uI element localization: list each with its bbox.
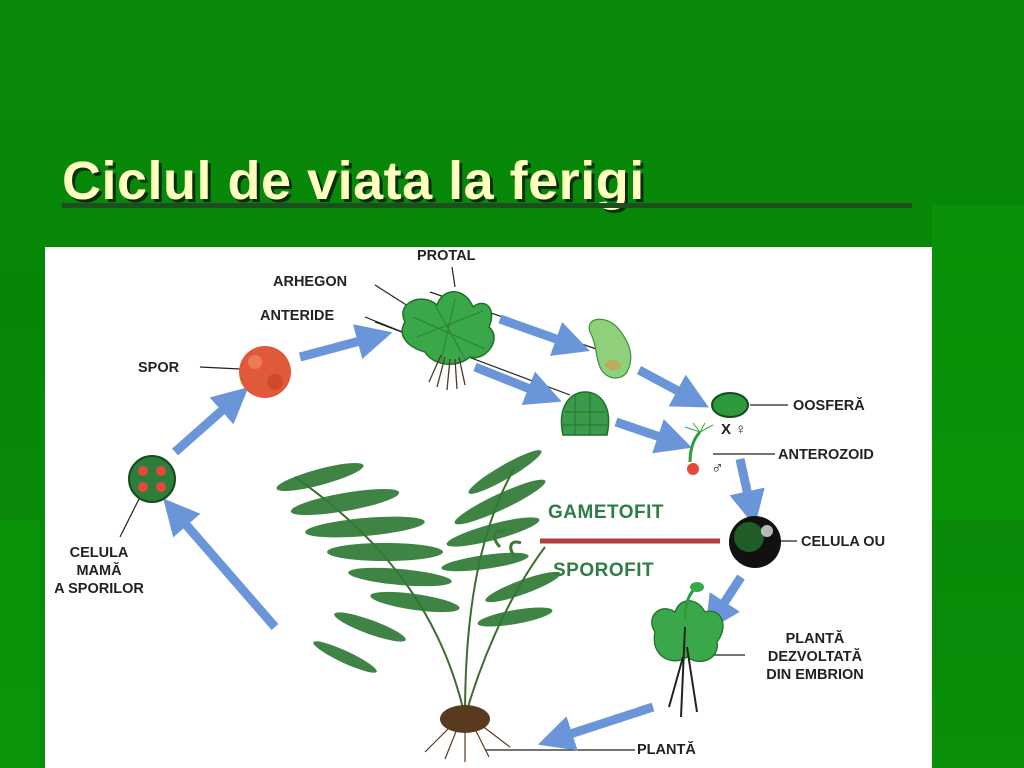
arrow-fern-to-mother-cell bbox=[163, 498, 279, 630]
fern-plant-illustration bbox=[276, 450, 561, 762]
label-celula-mama-line2: MAMĂ bbox=[76, 563, 122, 579]
slide-title: Ciclul de viata la ferigi bbox=[62, 151, 645, 211]
arrow-protal-to-anteride bbox=[473, 362, 562, 406]
celula-mama-illustration bbox=[128, 455, 176, 503]
label-arhegon: ARHEGON bbox=[273, 274, 348, 290]
anteride-illustration bbox=[560, 391, 610, 436]
label-planta-dezvoltata-line3: DIN EMBRION bbox=[766, 667, 864, 683]
celula-ou-illustration bbox=[729, 516, 781, 568]
arrow-to-celula-ou bbox=[729, 458, 765, 527]
label-celula-ou: CELULA OU bbox=[801, 534, 886, 550]
title-underline bbox=[62, 203, 912, 208]
label-planta-dezvoltata: PLANTĂ DEZVOLTATĂ DIN EMBRION bbox=[745, 630, 885, 684]
arrow-spor-to-protal bbox=[298, 324, 393, 362]
spor-illustration bbox=[239, 346, 291, 398]
label-anteride: ANTERIDE bbox=[260, 308, 335, 324]
label-male-symbol: ♂ bbox=[711, 458, 724, 477]
label-sporofit: SPOROFIT bbox=[553, 560, 655, 581]
label-spor: SPOR bbox=[138, 360, 180, 376]
label-oosfera: OOSFERĂ bbox=[793, 398, 865, 414]
label-planta-dezvoltata-line2: DEZVOLTATĂ bbox=[767, 649, 863, 665]
background-band-right bbox=[932, 205, 1024, 520]
label-gametofit: GAMETOFIT bbox=[548, 502, 665, 523]
arrow-celula-ou-to-planta bbox=[705, 574, 745, 633]
arhegon-illustration bbox=[588, 318, 632, 379]
arrow-planta-to-fern bbox=[537, 702, 655, 751]
label-planta: PLANTĂ bbox=[637, 742, 696, 758]
protal-illustration bbox=[401, 291, 495, 391]
label-planta-dezvoltata-line1: PLANTĂ bbox=[785, 631, 845, 647]
planta-embrion-illustration bbox=[651, 582, 724, 718]
label-celula-mama-line3: A SPORILOR bbox=[54, 581, 144, 597]
label-protal: PROTAL bbox=[417, 248, 476, 264]
label-anterozoid: ANTEROZOID bbox=[778, 447, 874, 463]
arrow-mother-cell-to-spor bbox=[172, 387, 249, 456]
arrow-anteride-to-anterozoid bbox=[614, 417, 693, 454]
fern-life-cycle-diagram: PROTAL ARHEGON ANTERIDE SPOR OOSFERĂ X ♀… bbox=[45, 247, 932, 768]
label-celula-mama: CELULA MAMĂ A SPORILOR bbox=[51, 544, 147, 598]
background-band-left bbox=[0, 520, 40, 768]
oosfera-illustration bbox=[711, 392, 749, 418]
label-celula-mama-line1: CELULA bbox=[69, 545, 129, 561]
label-female-symbol: X ♀ bbox=[721, 421, 747, 438]
diagram-graphics bbox=[119, 266, 797, 762]
arrow-arhegon-to-oosfera bbox=[636, 366, 709, 408]
arrow-protal-to-arhegon bbox=[498, 314, 590, 356]
anterozoid-illustration bbox=[684, 422, 714, 475]
cycle-arrows bbox=[163, 314, 765, 751]
